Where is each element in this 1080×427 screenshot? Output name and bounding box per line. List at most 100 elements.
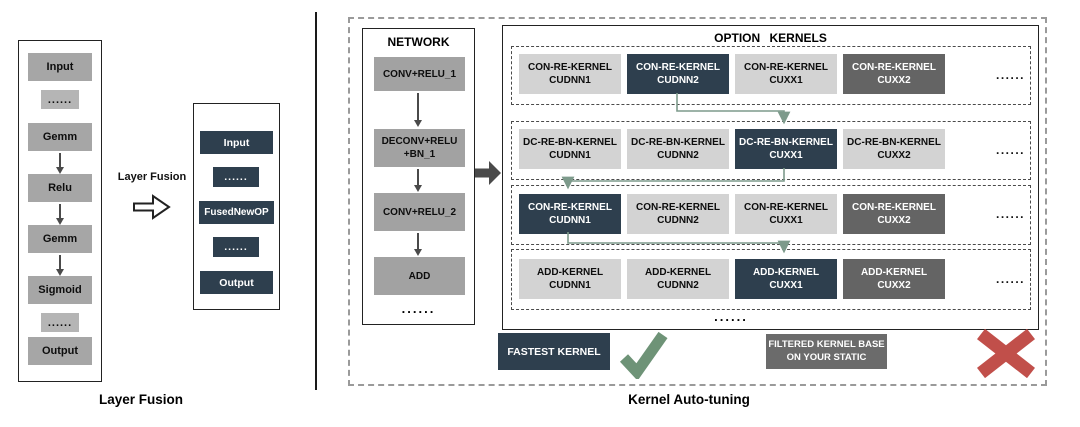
bottom-ellipsis: ...... [714,309,748,324]
kernel-backend: CUXX1 [769,75,803,86]
down-arrow-icon [413,93,423,127]
kernel-cell: DC-RE-BN-KERNEL CUDNN2 [627,129,729,169]
left-network-panel: Input ...... Gemm Relu Gemm Sigmoid ....… [18,40,102,382]
network-node-deconv-relu-bn-1: DECONV+RELU +BN_1 [374,129,465,167]
section-divider [315,12,317,390]
kernel-name: CON-RE-KERNEL [528,202,612,213]
fused-node-input: Input [200,131,273,154]
row-ellipsis: ...... [995,206,1025,221]
kernel-name: DC-RE-BN-KERNEL [847,137,941,148]
big-arrow-icon [475,160,502,186]
filtered-kernel-box: FILTERED KERNEL BASE ON YOUR STATIC [766,334,887,369]
kernel-backend: CUDNN2 [657,280,699,291]
kernel-name: ADD-KERNEL [860,267,928,278]
kernel-backend: CUXX1 [769,280,803,291]
kernel-cell: CON-RE-KERNEL CUXX1 [735,194,837,234]
auto-tuning-region [348,17,1047,386]
filtered-line1: FILTERED KERNEL BASE [768,338,885,350]
cross-icon [973,329,1039,378]
kernel-name: CON-RE-KERNEL [636,62,720,73]
kernel-name: DC-RE-BN-KERNEL [523,137,617,148]
kernel-backend: CUDNN1 [549,150,591,161]
kernel-cell: ADD-KERNEL CUDNN1 [519,259,621,299]
network-title: NETWORK [387,35,450,49]
fused-node-ellipsis: ...... [213,167,259,187]
layer-fusion-caption: Layer Fusion [98,392,184,407]
node-output: Output [28,337,92,365]
kernel-cell: DC-RE-BN-KERNEL CUXX2 [843,129,945,169]
node-ellipsis: ...... [41,90,79,109]
filtered-line2: ON YOUR STATIC [786,351,867,363]
network-node-conv-relu-1: CONV+RELU_1 [374,57,465,91]
kernel-row-1: CON-RE-KERNEL CUDNN1 CON-RE-KERNEL CUDNN… [511,46,1031,105]
kernel-backend: CUXX1 [769,215,803,226]
fused-node-output: Output [200,271,273,294]
kernel-cell-selected: ADD-KERNEL CUXX1 [735,259,837,299]
kernel-name: ADD-KERNEL [644,267,712,278]
check-icon [618,327,668,379]
kernel-backend: CUXX2 [877,75,911,86]
down-arrow-icon [55,153,65,174]
kernel-cell: DC-RE-BN-KERNEL CUDNN1 [519,129,621,169]
down-arrow-icon [413,169,423,192]
row-ellipsis: ...... [995,271,1025,286]
kernel-backend: CUXX1 [769,150,803,161]
kernel-cell-selected: CON-RE-KERNEL CUDNN1 [519,194,621,234]
kernel-backend: CUXX2 [877,215,911,226]
kernel-name: CON-RE-KERNEL [744,62,828,73]
network-panel: NETWORK CONV+RELU_1 DECONV+RELU +BN_1 CO… [362,28,475,325]
kernel-backend: CUDNN1 [549,75,591,86]
kernel-name: CON-RE-KERNEL [852,202,936,213]
network-node-add: ADD [374,257,465,295]
network-ellipsis: ...... [401,301,436,316]
hollow-arrow-icon [132,192,172,222]
kernel-cell-filtered: CON-RE-KERNEL CUXX2 [843,54,945,94]
row-ellipsis: ...... [995,142,1025,157]
kernel-row-2: DC-RE-BN-KERNEL CUDNN1 DC-RE-BN-KERNEL C… [511,121,1031,180]
kernel-backend: CUDNN2 [657,150,699,161]
down-arrow-icon [55,255,65,276]
kernel-name: ADD-KERNEL [752,267,820,278]
kernel-cell: CON-RE-KERNEL CUXX1 [735,54,837,94]
fused-network-panel: Input ...... FusedNewOP ...... Output [193,103,280,310]
down-arrow-icon [55,204,65,225]
kernel-row-4: ADD-KERNEL CUDNN1 ADD-KERNEL CUDNN2 ADD-… [511,249,1031,310]
kernel-backend: CUXX2 [877,150,911,161]
kernel-cell: CON-RE-KERNEL CUDNN1 [519,54,621,94]
kernel-backend: CUDNN2 [657,75,699,86]
kernel-name: DC-RE-BN-KERNEL [739,137,833,148]
kernel-backend: CUDNN1 [549,215,591,226]
option-kernels-title: OPTION KERNELS [714,31,827,45]
node-input: Input [28,53,92,81]
kernel-name: CON-RE-KERNEL [852,62,936,73]
kernel-name: DC-RE-BN-KERNEL [631,137,725,148]
kernel-cell: CON-RE-KERNEL CUDNN2 [627,194,729,234]
kernel-name: CON-RE-KERNEL [528,62,612,73]
row-ellipsis: ...... [995,67,1025,82]
kernel-row-3: CON-RE-KERNEL CUDNN1 CON-RE-KERNEL CUDNN… [511,185,1031,245]
node-ellipsis: ...... [41,313,79,332]
kernel-auto-tuning-caption: Kernel Auto-tuning [628,392,750,407]
network-node-conv-relu-2: CONV+RELU_2 [374,193,465,231]
node-gemm: Gemm [28,123,92,151]
kernel-cell-filtered: ADD-KERNEL CUXX2 [843,259,945,299]
kernel-backend: CUDNN1 [549,280,591,291]
kernel-cell-filtered: CON-RE-KERNEL CUXX2 [843,194,945,234]
option-kernels-panel: OPTION KERNELS CON-RE-KERNEL CUDNN1 CON-… [502,25,1039,330]
fastest-kernel-box: FASTEST KERNEL [498,333,610,370]
kernel-backend: CUDNN2 [657,215,699,226]
kernel-cell-selected: DC-RE-BN-KERNEL CUXX1 [735,129,837,169]
fused-node-fusednewop: FusedNewOP [199,201,274,224]
down-arrow-icon [413,233,423,256]
kernel-backend: CUXX2 [877,280,911,291]
layer-fusion-label: Layer Fusion [117,171,187,183]
node-relu: Relu [28,174,92,202]
node-sigmoid: Sigmoid [28,276,92,304]
kernel-cell-selected: CON-RE-KERNEL CUDNN2 [627,54,729,94]
fused-node-ellipsis: ...... [213,237,259,257]
kernel-name: CON-RE-KERNEL [744,202,828,213]
kernel-cell: ADD-KERNEL CUDNN2 [627,259,729,299]
kernel-name: ADD-KERNEL [536,267,604,278]
node-gemm2: Gemm [28,225,92,253]
